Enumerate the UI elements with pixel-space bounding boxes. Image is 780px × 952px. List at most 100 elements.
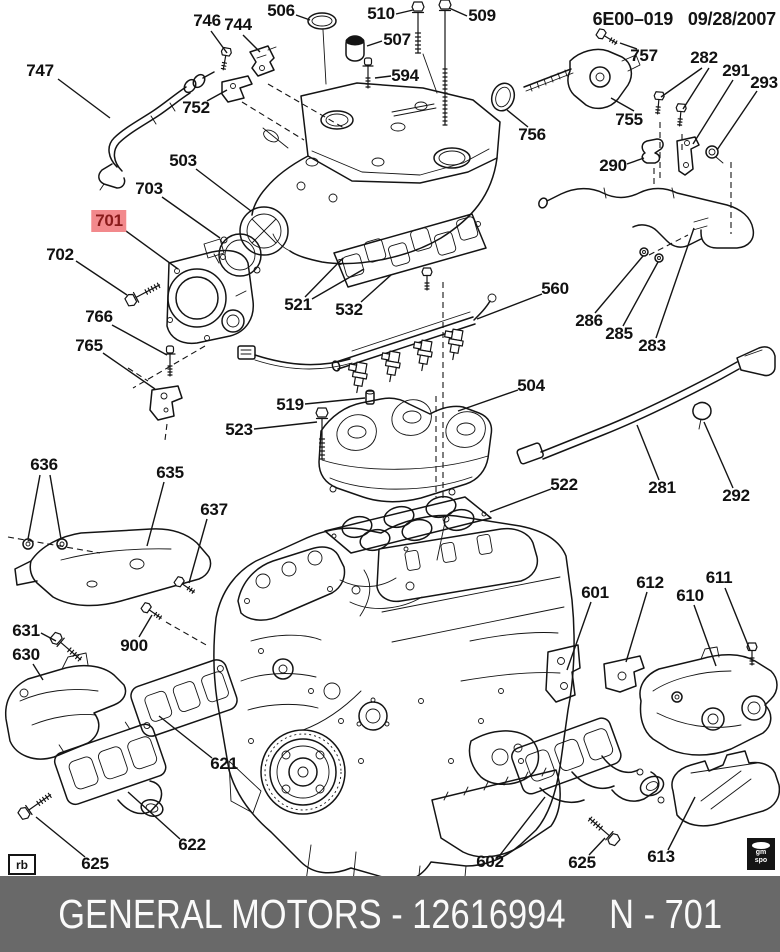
bolt-625-right — [584, 813, 622, 848]
leader-602 — [499, 796, 546, 856]
callout-285[interactable]: 285 — [605, 324, 633, 343]
callout-612[interactable]: 612 — [636, 573, 664, 592]
callout-756[interactable]: 756 — [518, 125, 546, 144]
callout-621[interactable]: 621 — [210, 754, 238, 773]
callout-507[interactable]: 507 — [383, 30, 411, 49]
callout-532[interactable]: 532 — [335, 300, 363, 319]
part-fitting-285 — [654, 253, 664, 263]
callout-636[interactable]: 636 — [30, 455, 58, 474]
callout-610[interactable]: 610 — [676, 586, 704, 605]
part-purge-valve-755 — [523, 48, 641, 110]
callout-521[interactable]: 521 — [284, 295, 312, 314]
callout-635[interactable]: 635 — [156, 463, 184, 482]
callout-765[interactable]: 765 — [75, 336, 103, 355]
leader-756 — [506, 109, 529, 128]
bolt-637 — [172, 574, 198, 597]
leader-613 — [667, 796, 696, 851]
leader-703 — [161, 196, 221, 239]
construction-line — [241, 101, 305, 141]
callout-701[interactable]: 701 — [91, 210, 127, 232]
callout-291[interactable]: 291 — [722, 61, 750, 80]
part-dowel-519 — [365, 389, 375, 405]
callout-560[interactable]: 560 — [541, 279, 569, 298]
callout-622[interactable]: 622 — [178, 835, 206, 854]
callout-625[interactable]: 625 — [81, 854, 109, 873]
callout-509[interactable]: 509 — [468, 6, 496, 25]
part-hose-747 — [98, 71, 215, 191]
callout-522[interactable]: 522 — [550, 475, 578, 494]
gm-logo-text: gm — [755, 849, 767, 856]
leader-622 — [127, 791, 181, 840]
leader-560 — [476, 293, 543, 320]
callout-523[interactable]: 523 — [225, 420, 253, 439]
part-gaskets-521-532 — [333, 213, 487, 288]
leader-293 — [716, 90, 758, 151]
part-clip-292 — [692, 401, 712, 430]
leader-519 — [304, 397, 366, 405]
leader-521 — [311, 268, 365, 300]
stud-766 — [164, 345, 176, 377]
callout-290[interactable]: 290 — [599, 156, 627, 175]
leader-765 — [102, 352, 156, 390]
callout-752[interactable]: 752 — [182, 98, 210, 117]
construction-line — [267, 83, 345, 129]
callout-283[interactable]: 283 — [638, 336, 666, 355]
leader-625 — [588, 837, 606, 856]
bolt-625-left — [16, 789, 55, 822]
callout-746[interactable]: 746 — [193, 11, 221, 30]
leader-637 — [188, 518, 208, 584]
part-heat-shield-610 — [639, 646, 778, 756]
part-bracket-765 — [149, 385, 183, 421]
callout-611[interactable]: 611 — [705, 568, 733, 587]
part-oring-506 — [307, 12, 337, 85]
callout-601[interactable]: 601 — [581, 583, 609, 602]
callout-504[interactable]: 504 — [517, 376, 545, 395]
part-exhaust-manifold-622 — [53, 721, 167, 817]
callout-744[interactable]: 744 — [224, 15, 252, 34]
part-exhaust-gasket-621 — [130, 659, 238, 737]
part-upper-intake-manifold-503 — [203, 82, 501, 265]
part-oring-756 — [490, 82, 516, 112]
callout-900[interactable]: 900 — [120, 636, 148, 655]
callout-757[interactable]: 757 — [630, 46, 658, 65]
leader-286 — [594, 255, 644, 314]
callout-503[interactable]: 503 — [169, 151, 197, 170]
callout-281[interactable]: 281 — [648, 478, 676, 497]
part-throttle-gasket-703 — [218, 233, 262, 277]
callout-747[interactable]: 747 — [26, 61, 54, 80]
gm-spo-logo: gm spo — [747, 838, 775, 870]
callout-631[interactable]: 631 — [12, 621, 40, 640]
gm-oval-icon — [752, 842, 770, 849]
callout-282[interactable]: 282 — [690, 48, 718, 67]
callout-625[interactable]: 625 — [568, 853, 596, 872]
leader-635 — [146, 481, 165, 547]
part-heat-shield-630 — [4, 652, 127, 760]
leader-281 — [636, 424, 660, 481]
callout-602[interactable]: 602 — [476, 852, 504, 871]
callout-755[interactable]: 755 — [615, 110, 643, 129]
leader-523 — [253, 421, 318, 430]
callout-286[interactable]: 286 — [575, 311, 603, 330]
callout-766[interactable]: 766 — [85, 307, 113, 326]
callout-292[interactable]: 292 — [722, 486, 750, 505]
leader-292 — [703, 421, 734, 489]
callout-702[interactable]: 702 — [46, 245, 74, 264]
construction-line — [435, 282, 444, 498]
callout-293[interactable]: 293 — [750, 73, 778, 92]
drawing-date: 09/28/2007 — [687, 9, 776, 29]
callout-510[interactable]: 510 — [367, 4, 395, 23]
part-heat-shield-613 — [671, 750, 780, 827]
callout-630[interactable]: 630 — [12, 645, 40, 664]
callout-613[interactable]: 613 — [647, 847, 675, 866]
callout-594[interactable]: 594 — [391, 66, 419, 85]
callout-703[interactable]: 703 — [135, 179, 163, 198]
callout-506[interactable]: 506 — [267, 1, 295, 20]
leader-900 — [138, 614, 153, 638]
callout-519[interactable]: 519 — [276, 395, 304, 414]
leader-747 — [57, 78, 111, 119]
callout-637[interactable]: 637 — [200, 500, 228, 519]
part-engine-block — [213, 514, 581, 904]
leader-282 — [660, 67, 703, 98]
leader-636 — [27, 474, 41, 540]
